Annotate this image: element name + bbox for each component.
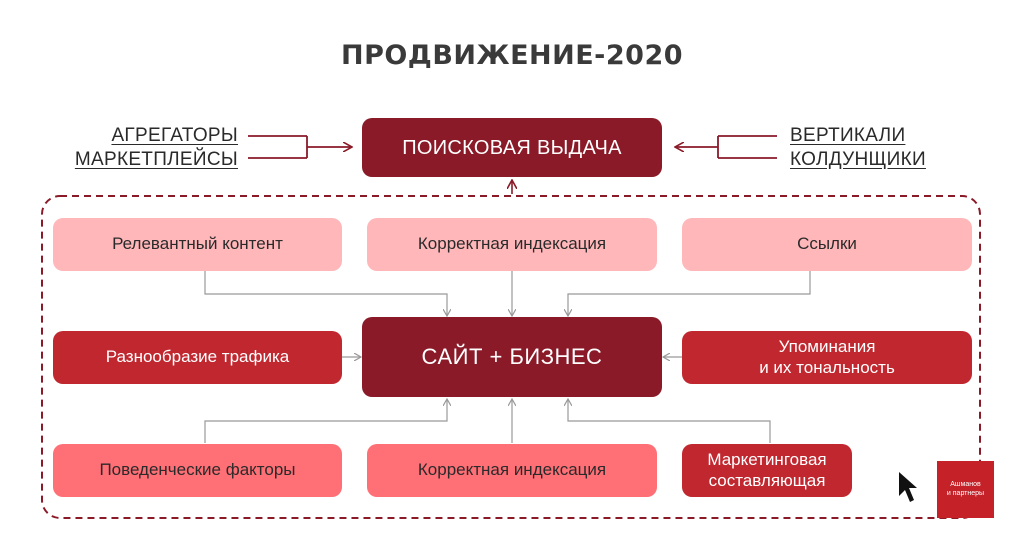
logo-line2: и партнеры [946,489,985,497]
label-verticals: ВЕРТИКАЛИ [790,125,906,146]
node-relevant-content: Релевантный контент [53,218,342,271]
cursor-logo-icon [899,472,917,502]
company-logo: Ашманов и партнеры [937,461,994,518]
label-wizards: КОЛДУНЩИКИ [790,149,926,170]
node-correct-indexing-bottom: Корректная индексация [367,444,657,497]
node-correct-indexing-top: Корректная индексация [367,218,657,271]
node-links-label: Ссылки [797,234,857,254]
node-behavioral-factors-label: Поведенческие факторы [99,460,296,480]
node-mentions-line2: и их тональность [759,357,895,377]
center-site-business-label: САЙТ + БИЗНЕС [421,343,603,369]
node-marketing-line2: составляющая [708,470,826,490]
node-correct-indexing-top-label: Корректная индексация [417,234,607,254]
node-correct-indexing-bottom-label: Корректная индексация [417,460,607,480]
node-traffic-diversity: Разнообразие трафика [53,331,342,384]
label-marketplaces: МАРКЕТПЛЕЙСЫ [74,149,238,170]
node-links: Ссылки [682,218,972,271]
node-mentions-line1: Упоминания [778,337,876,357]
node-behavioral-factors: Поведенческие факторы [53,444,342,497]
node-relevant-content-label: Релевантный контент [112,234,283,254]
dashed-frame [41,195,981,519]
node-marketing: Маркетинговая составляющая [682,444,852,497]
search-results-box: ПОИСКОВАЯ ВЫДАЧА [362,118,662,177]
page-title: ПРОДВИЖЕНИЕ-2020 [340,40,684,71]
search-results-label: ПОИСКОВАЯ ВЫДАЧА [402,136,622,159]
logo-line1: Ашманов [950,481,981,489]
node-mentions: Упоминания и их тональность [682,331,972,384]
label-aggregators: АГРЕГАТОРЫ [111,125,238,146]
center-site-business: САЙТ + БИЗНЕС [362,317,662,397]
node-traffic-diversity-label: Разнообразие трафика [105,347,290,367]
node-marketing-line1: Маркетинговая [707,450,827,470]
